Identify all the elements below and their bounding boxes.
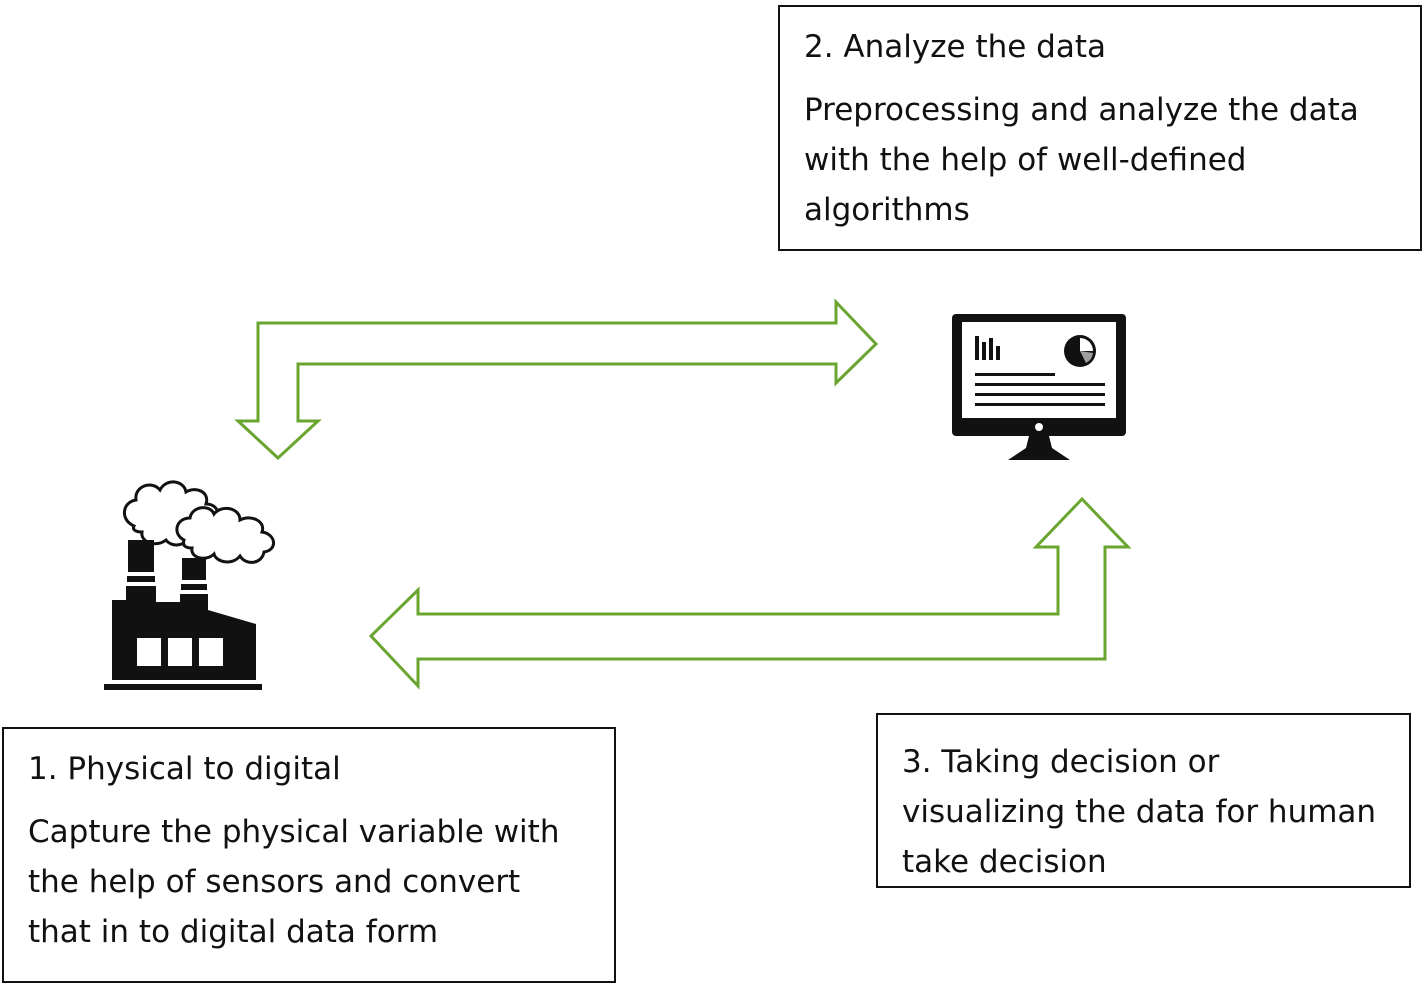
- monitor-dashboard-icon: [952, 314, 1126, 460]
- step-decision-description: 3. Taking decision or visualizing the da…: [902, 744, 1377, 880]
- factory-icon: [104, 480, 275, 690]
- step-analyze-box: 2. Analyze the data Preprocessing and an…: [778, 5, 1422, 251]
- step-physical-box: 1. Physical to digital Capture the physi…: [2, 727, 616, 983]
- step-physical-description: Capture the physical variable with the h…: [28, 814, 560, 950]
- step-decision-box: 3. Taking decision or visualizing the da…: [876, 713, 1411, 888]
- step-physical-title: 1. Physical to digital: [28, 751, 341, 787]
- arrow-computer-to-factory: [368, 496, 1132, 690]
- step-analyze-title: 2. Analyze the data: [804, 29, 1106, 65]
- step-analyze-description: Preprocessing and analyze the data with …: [804, 92, 1359, 228]
- arrow-factory-to-computer: [234, 298, 879, 461]
